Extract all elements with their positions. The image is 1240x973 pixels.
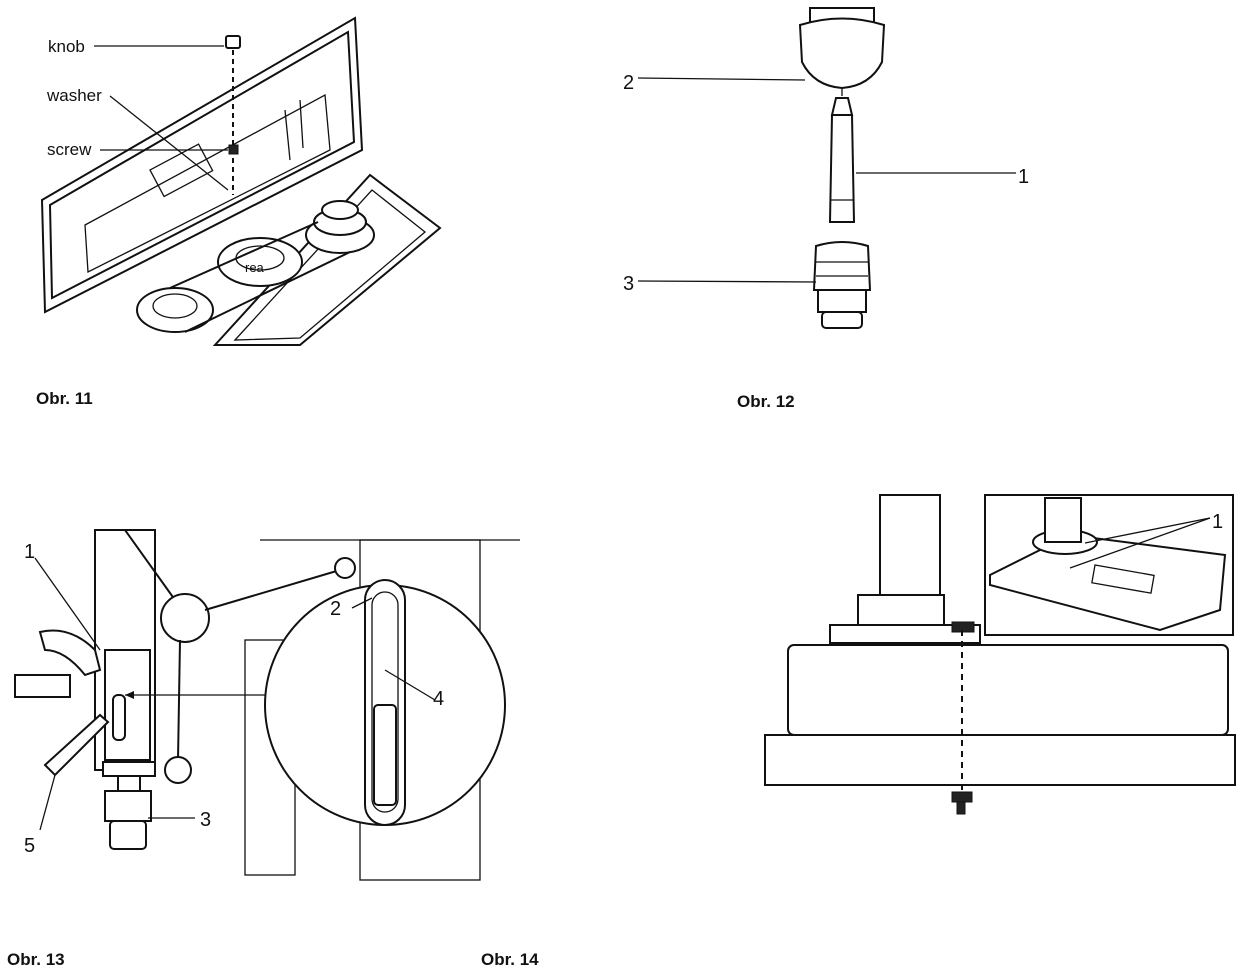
- callout-4: 4: [433, 688, 444, 710]
- figure-11-belt-cover: rea knob washer screw: [0, 0, 460, 360]
- callout-2: 2: [330, 598, 341, 620]
- figure-12-chuck-arbor: 2 1 3: [600, 0, 1060, 360]
- screw-part: [228, 144, 239, 155]
- cover-lid: [40, 16, 364, 314]
- figure-13-caption: Obr. 13: [7, 950, 65, 969]
- chuck-key: [38, 629, 102, 677]
- callout-1: 1: [1212, 511, 1223, 533]
- figure-14-caption: Obr. 14: [481, 950, 539, 969]
- motor-pulley: [136, 287, 214, 333]
- base-plate: [787, 644, 1229, 736]
- figure-14-base-mount: 1: [740, 480, 1240, 840]
- column: [879, 494, 941, 606]
- callout-washer: washer: [46, 86, 102, 105]
- drill-chuck-13: [109, 820, 147, 850]
- mounting-bolt: [956, 801, 966, 815]
- callout-2: 2: [623, 72, 634, 94]
- figure-11-caption: Obr. 11: [36, 389, 93, 408]
- workbench: [764, 734, 1236, 786]
- callout-screw: screw: [47, 140, 92, 159]
- handle-ball: [164, 756, 192, 784]
- figure-12-caption: Obr. 12: [737, 392, 795, 411]
- depth-indicator: [373, 704, 397, 806]
- callout-3: 3: [200, 809, 211, 831]
- feed-hub: [160, 593, 210, 643]
- figure-12-drawing: 2 1 3: [623, 7, 1029, 329]
- pulley-marking: rea: [245, 260, 265, 275]
- callout-3: 3: [623, 273, 634, 295]
- drill-chuck: [812, 241, 872, 291]
- callout-5: 5: [24, 835, 35, 857]
- quill: [104, 649, 151, 761]
- middle-pulley: [217, 237, 303, 287]
- callout-1: 1: [24, 541, 35, 563]
- knob-part: [225, 35, 241, 49]
- figure-11-drawing: rea knob washer screw: [40, 16, 442, 346]
- spindle-end: [798, 17, 886, 90]
- taper-arbor: [828, 114, 856, 223]
- figure-13-drawing: 1 2 3 4 5: [14, 529, 520, 881]
- callout-knob: knob: [48, 37, 85, 56]
- figure-13-depth-gauge: 1 2 3 4 5: [0, 500, 520, 881]
- callout-1: 1: [1018, 166, 1029, 188]
- figure-14-drawing: 1: [764, 494, 1236, 815]
